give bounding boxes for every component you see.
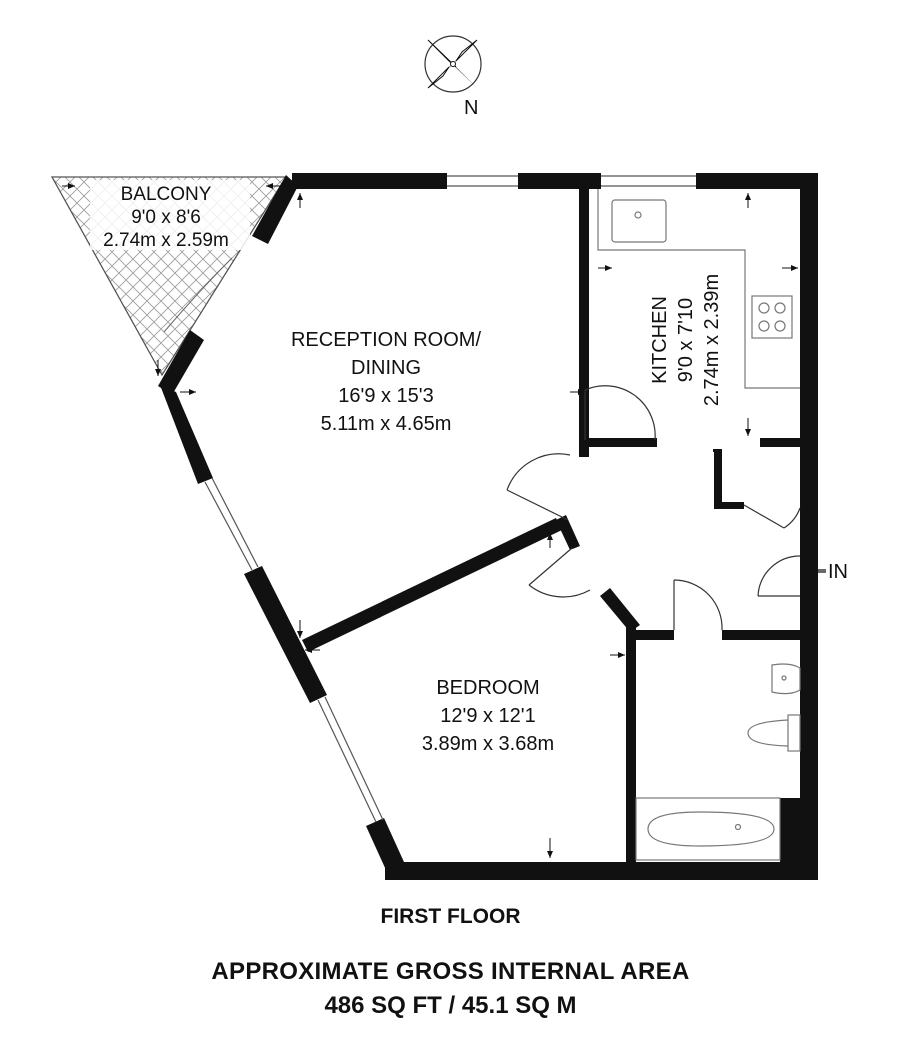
entrance-label: IN	[828, 561, 848, 583]
floor-label: FIRST FLOOR	[380, 905, 521, 928]
bedroom-name: BEDROOM	[436, 677, 539, 699]
entrance-arrow-icon	[799, 562, 826, 580]
kitchen-name: KITCHEN	[649, 296, 671, 384]
reception-name-line1: RECEPTION ROOM/	[291, 329, 481, 351]
balcony-name: BALCONY	[121, 184, 212, 205]
balcony-door-swing	[163, 257, 233, 333]
door-swings	[506, 385, 801, 631]
kitchen-dim-imperial: 9'0 x 7'10	[675, 298, 697, 382]
balcony-dim-imperial: 9'0 x 8'6	[131, 207, 201, 228]
bedroom-dim-imperial: 12'9 x 12'1	[440, 705, 536, 727]
balcony-dim-metric: 2.74m x 2.59m	[103, 230, 229, 251]
kitchen-dim-metric: 2.74m x 2.39m	[701, 274, 723, 406]
kitchen-fittings	[597, 189, 800, 389]
area-value: 486 SQ FT / 45.1 SQ M	[324, 992, 577, 1019]
bathroom-fittings	[635, 663, 801, 861]
compass-rose-icon	[424, 35, 482, 93]
dimension-markers	[62, 183, 798, 858]
internal-walls	[302, 189, 808, 868]
reception-name-line2: DINING	[351, 357, 421, 379]
bedroom-dim-metric: 3.89m x 3.68m	[422, 733, 554, 755]
area-title: APPROXIMATE GROSS INTERNAL AREA	[211, 958, 690, 985]
north-label: N	[464, 97, 478, 119]
reception-dim-imperial: 16'9 x 15'3	[338, 385, 434, 407]
windows	[204, 175, 696, 823]
reception-dim-metric: 5.11m x 4.65m	[321, 413, 452, 435]
